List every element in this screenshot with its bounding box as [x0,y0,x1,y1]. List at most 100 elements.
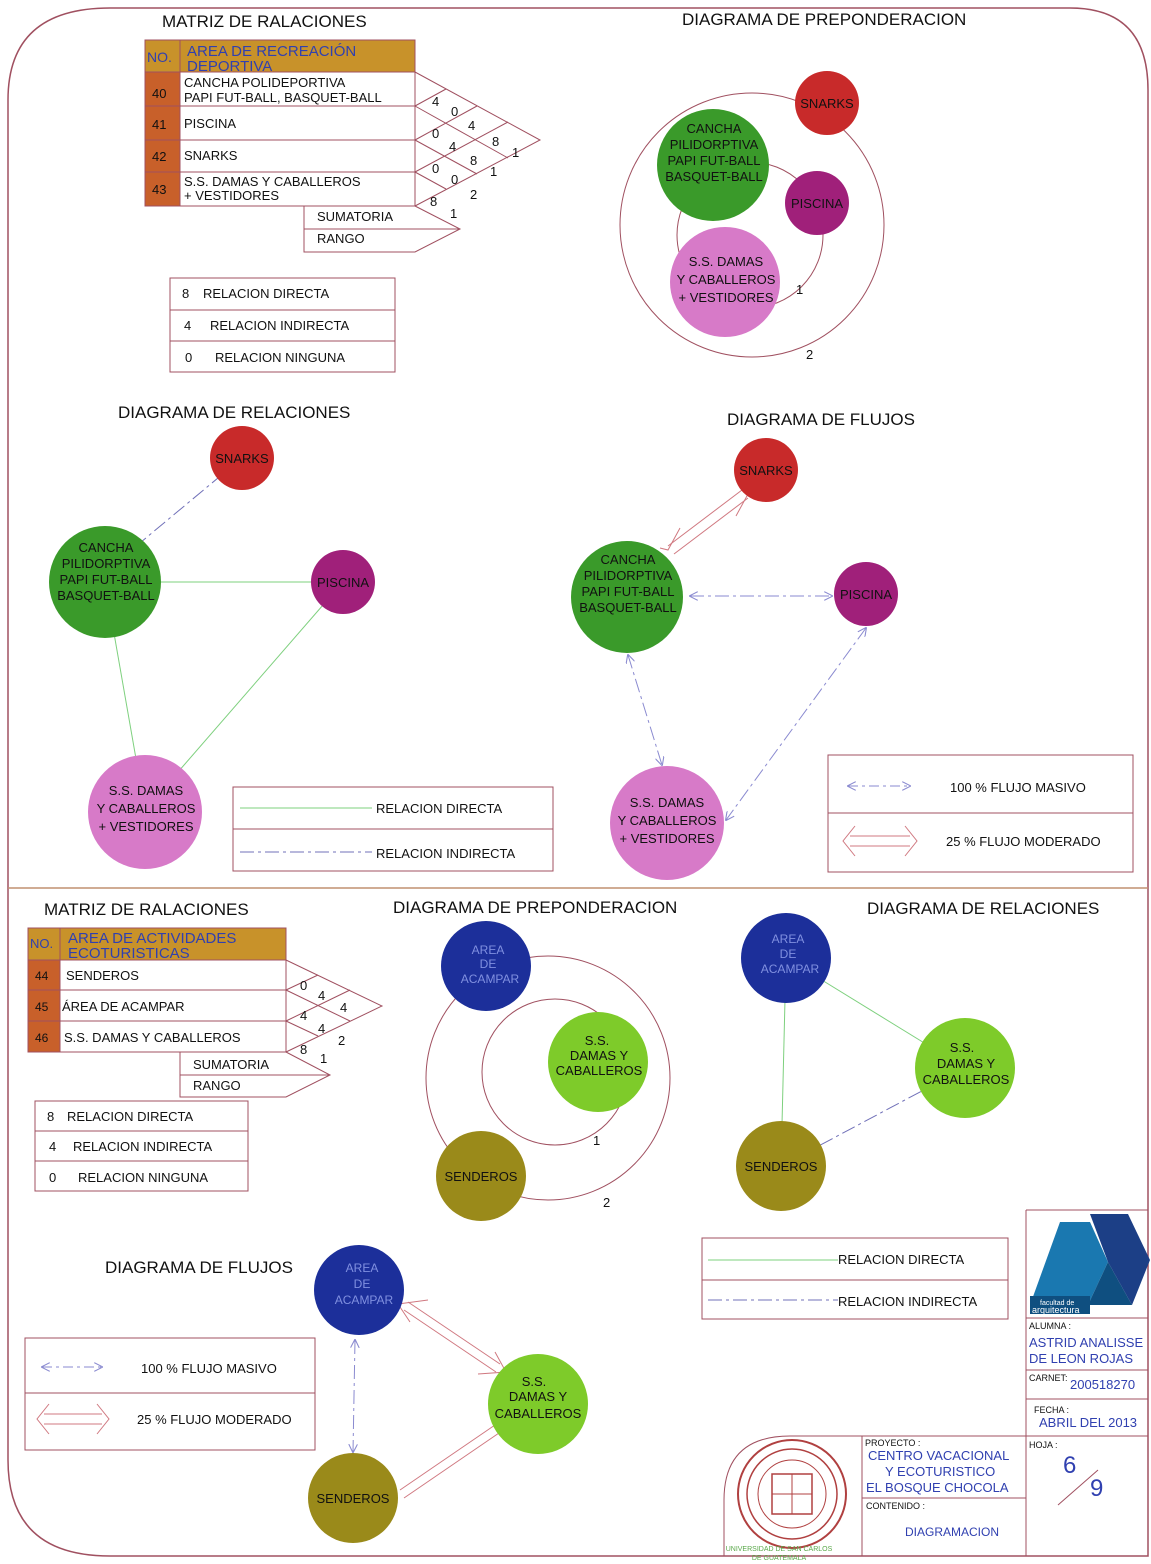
ring-label: 1 [796,282,803,297]
content-value: DIAGRAMACION [905,1525,999,1539]
university-seal: UNIVERSIDAD DE SAN CARLOS DE GUATEMALA [726,1439,847,1562]
acampar-label: AREA [472,943,505,957]
bottom-preponderance-diagram: DIAGRAMA DE PREPONDERACION AREA DE ACAMP… [393,898,677,1221]
acampar-label: AREA [772,932,805,946]
bottom-matrix: MATRIZ DE RALACIONES NO. AREA DE ACTIVID… [27,900,384,1098]
top-matrix-cell: 0 [432,126,439,141]
sheet-number: 6 [1063,1452,1076,1479]
top-matrix-rank-label: RANGO [317,231,365,246]
ss-label: Y CABALLEROS [677,272,776,287]
ss-label: Y CABALLEROS [618,813,717,828]
top-matrix-cell: 0 [451,104,458,119]
legend-value: 4 [184,318,191,333]
top-row-label: S.S. DAMAS Y CABALLEROS [184,174,361,189]
cancha-label: BASQUET-BALL [57,588,155,603]
top-matrix-cell: 1 [450,206,457,221]
date-value: ABRIL DEL 2013 [1039,1415,1137,1430]
legend-label: RELACION DIRECTA [67,1109,193,1124]
top-matrix: MATRIZ DE RALACIONES NO. AREA DE RECREAC… [144,12,542,253]
seal-caption: DE GUATEMALA [752,1555,807,1562]
ss-label: CABALLEROS [923,1072,1010,1087]
acampar-label: DE [780,947,797,961]
top-matrix-cell: 4 [432,94,439,109]
cancha-label: PAPI FUT-BALL [582,584,675,599]
top-flows-diagram: DIAGRAMA DE FLUJOS SNARKS CANCHA PILIDOR… [571,410,1134,880]
logo-text: facultad de [1040,1300,1074,1307]
ss-label: S.S. DAMAS [630,795,705,810]
ss-label: DAMAS Y [570,1048,629,1063]
acampar-label: ACAMPAR [461,972,520,986]
bottom-row-no: 44 [35,969,49,983]
ss-label: S.S. DAMAS [689,254,764,269]
snarks-node [795,71,859,135]
snarks-label: SNARKS [800,96,854,111]
top-matrix-title: MATRIZ DE RALACIONES [162,12,367,31]
piscina-node [311,550,375,614]
flows-legend-box [24,1337,316,1451]
student-name: ASTRID ANALISSE [1029,1335,1143,1350]
top-row-no: 40 [152,86,166,101]
logo-text: arquitectura [1032,1305,1080,1315]
content-label: CONTENIDO : [866,1501,925,1511]
faculty-logo: facultad de arquitectura [1030,1214,1150,1315]
top-matrix-cell: 1 [512,145,519,160]
acampar-label: ACAMPAR [761,962,820,976]
snarks-node [210,426,274,490]
bottom-row-no: 45 [35,1000,49,1014]
snarks-label: SNARKS [215,451,269,466]
top-matrix-cell: 4 [449,139,456,154]
bottom-matrix-cell: 2 [338,1033,345,1048]
project-name: Y ECOTURISTICO [885,1464,995,1479]
legend-value: 4 [49,1139,56,1154]
legend-indirect-label: RELACION INDIRECTA [838,1294,977,1309]
ss-label: S.S. [585,1033,610,1048]
acampar-label: AREA [346,1261,379,1275]
legend-value: 0 [185,350,192,365]
top-matrix-cell: 0 [451,172,458,187]
cancha-label: PILIDORPTIVA [62,556,151,571]
cancha-label: CANCHA [601,552,656,567]
ss-node [488,1354,588,1454]
bottom-row-no: 46 [35,1031,49,1045]
top-matrix-sum-label: SUMATORIA [317,209,393,224]
senderos-label: SENDEROS [445,1169,518,1184]
date-label: FECHA : [1034,1405,1069,1415]
sheet-total: 9 [1090,1475,1103,1502]
ss-label: + VESTIDORES [99,819,194,834]
ss-label: + VESTIDORES [679,290,774,305]
bottom-relations-title: DIAGRAMA DE RELACIONES [867,899,1099,918]
ss-node [88,755,202,869]
ss-label: Y CABALLEROS [97,801,196,816]
cancha-node [49,526,161,638]
cancha-node [657,109,769,221]
ss-node [548,1012,648,1112]
carnet-value: 200518270 [1070,1377,1135,1392]
legend-value: 0 [49,1170,56,1185]
top-relations-title: DIAGRAMA DE RELACIONES [118,403,350,422]
top-row-label: SNARKS [184,148,238,163]
snarks-label: SNARKS [739,463,793,478]
top-matrix-cell: 2 [470,187,477,202]
project-label: PROYECTO : [865,1438,920,1448]
cancha-label: PAPI FUT-BALL [60,572,153,587]
legend-label: RELACION INDIRECTA [210,318,349,333]
bottom-matrix-header-area-1: AREA DE ACTIVIDADES [68,930,236,947]
ss-label: S.S. DAMAS [109,783,184,798]
ss-node [610,766,724,880]
legend-moderate-label: 25 % FLUJO MODERADO [946,834,1101,849]
bottom-matrix-cell: 1 [320,1051,327,1066]
legend-massive-label: 100 % FLUJO MASIVO [141,1361,277,1376]
cancha-label: CANCHA [687,121,742,136]
cancha-label: PILIDORPTIVA [670,137,759,152]
bottom-matrix-cell: 4 [300,1008,307,1023]
seal-caption: UNIVERSIDAD DE SAN CARLOS [726,1546,833,1553]
cancha-node [571,541,683,653]
carnet-label: CARNET: [1029,1373,1068,1383]
top-row-label: PAPI FUT-BALL, BASQUET-BALL [184,90,382,105]
senderos-label: SENDEROS [317,1491,390,1506]
bottom-matrix-header-no: NO. [30,936,53,951]
top-row-label: CANCHA POLIDEPORTIVA [184,75,346,90]
bottom-row-label: SENDEROS [66,968,139,983]
bottom-value-legend: 8 RELACION DIRECTA 4 RELACION INDIRECTA … [34,1100,249,1192]
